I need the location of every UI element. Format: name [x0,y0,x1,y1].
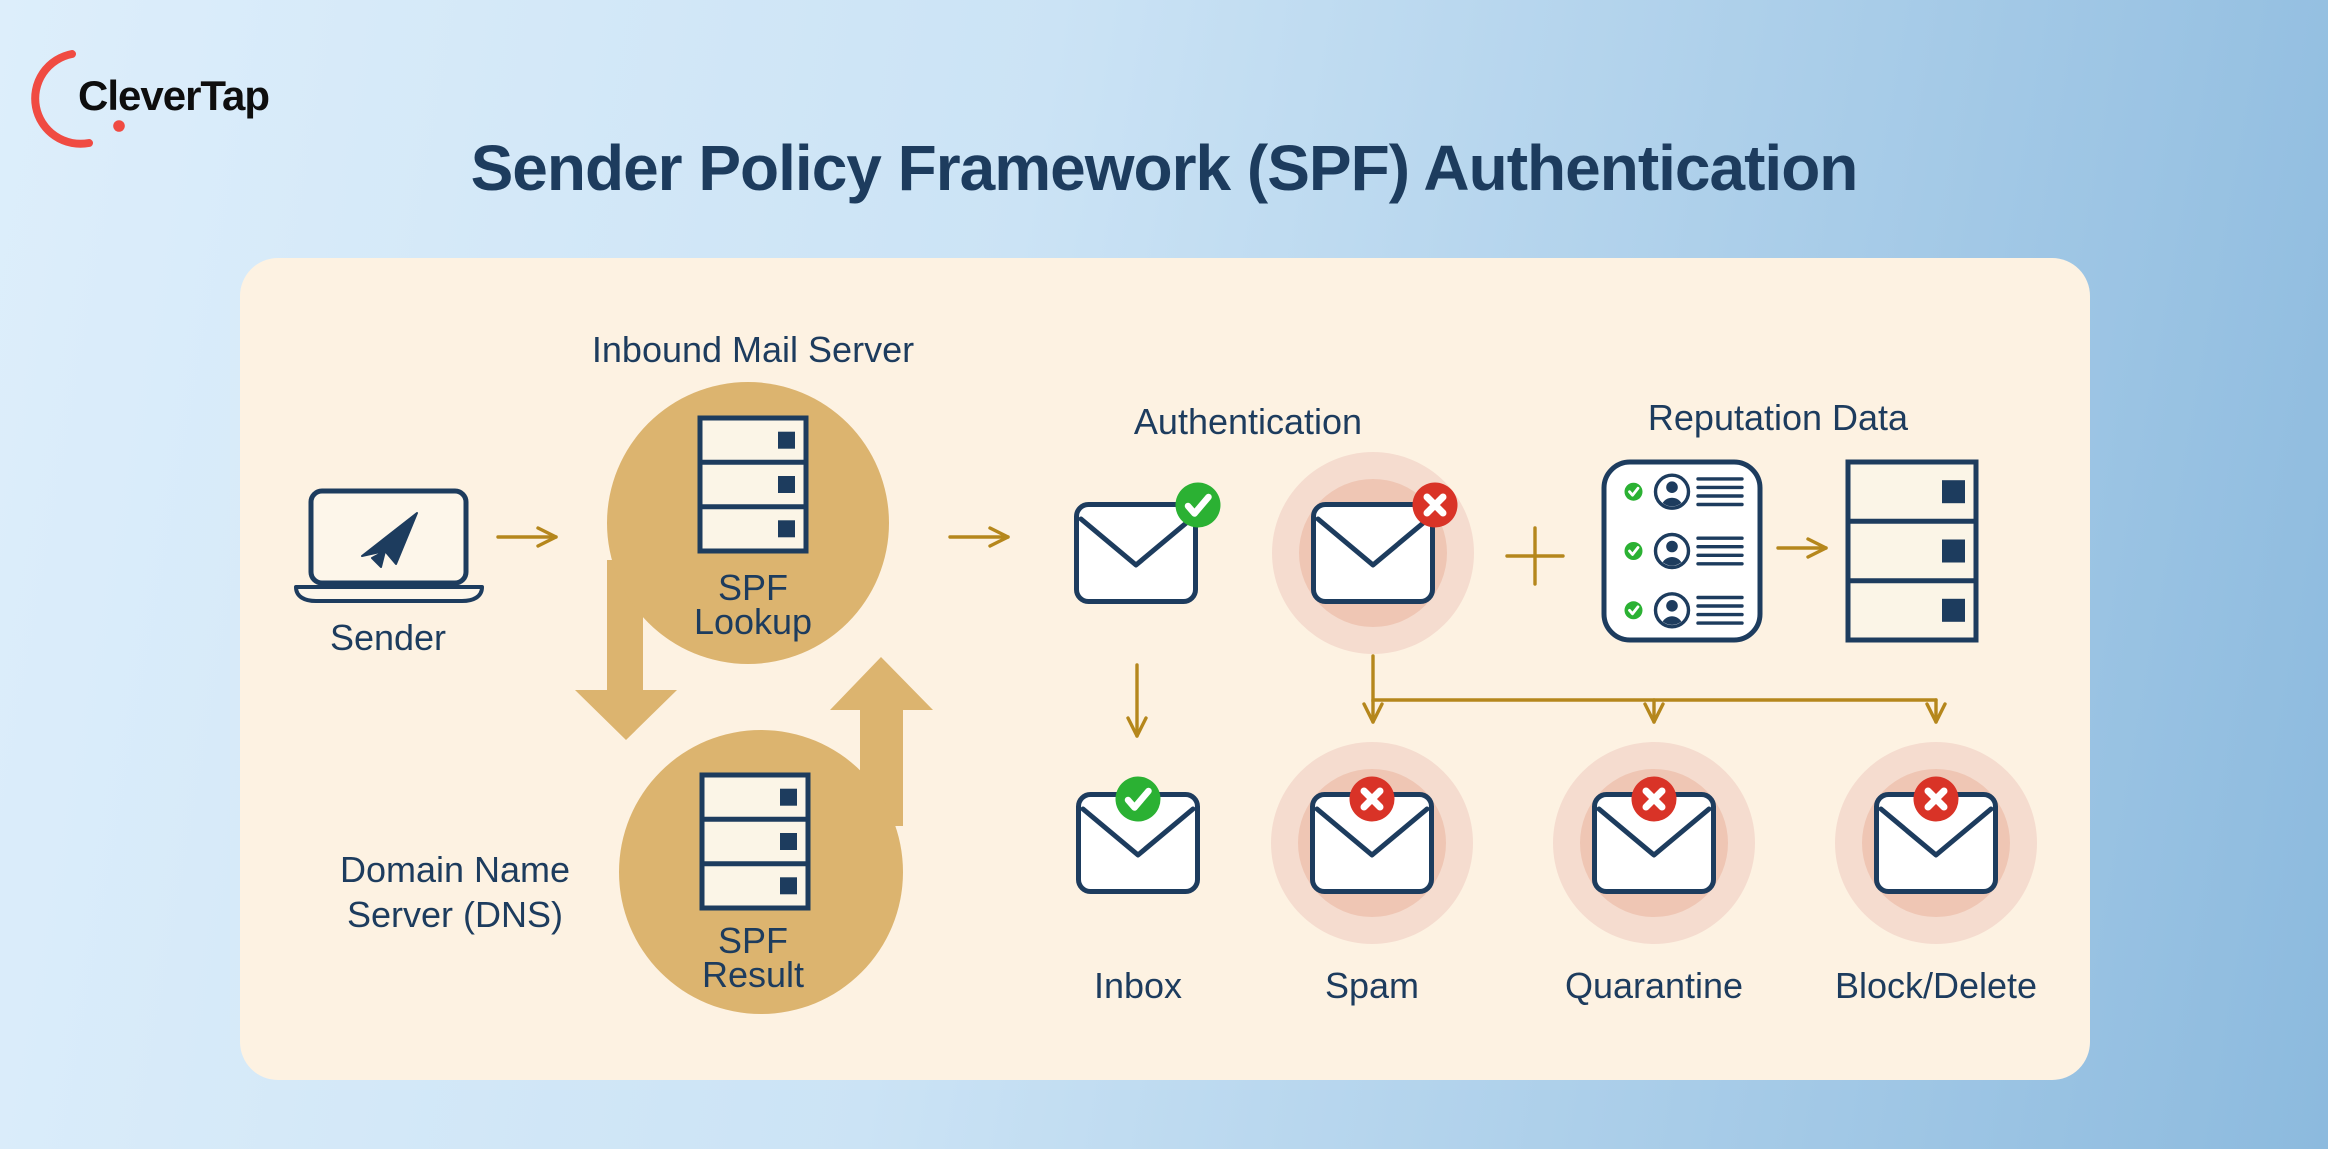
page-title: Sender Policy Framework (SPF) Authentica… [471,132,1858,204]
check-badge-icon [1176,483,1221,528]
spf-lookup-server-icon [700,418,806,551]
label-spf-result-2: Result [702,954,804,995]
thick-up-arrow-icon [830,657,933,826]
label-spam: Spam [1325,965,1419,1006]
label-quarantine: Quarantine [1565,965,1743,1006]
diagram-panel [240,258,2090,1080]
clevertap-logo: CleverTap [31,50,270,148]
envelope-auth-pass-icon [1077,505,1196,602]
label-spf-lookup-1: SPF [718,567,788,608]
label-sender: Sender [330,617,446,658]
cross-badge-quarantine-icon [1632,777,1677,822]
check-badge-inbox-icon [1116,777,1161,822]
label-inbox: Inbox [1094,965,1182,1006]
thick-down-arrow-icon [575,560,677,740]
logo-dot-icon [113,120,125,132]
send-plane-icon [361,512,418,568]
label-authentication: Authentication [1134,401,1362,442]
cross-badge-block-icon [1914,777,1959,822]
label-dns-2: Server (DNS) [347,894,563,935]
label-spf-result-1: SPF [718,920,788,961]
cross-badge-spam-icon [1350,777,1395,822]
label-spf-lookup-2: Lookup [694,601,812,642]
cross-badge-icon [1413,483,1458,528]
logo-wordmark: CleverTap [78,72,269,119]
dns-server-icon [702,775,808,908]
logo-arc-icon [31,50,93,148]
flow-arrows [496,526,1947,738]
label-block-delete: Block/Delete [1835,965,2037,1006]
reputation-server-icon [1845,459,1979,643]
label-dns-1: Domain Name [340,849,570,890]
label-inbound-mail-server: Inbound Mail Server [592,329,914,370]
laptop-icon [294,488,484,603]
envelope-auth-fail-icon [1314,505,1433,602]
reputation-card [1601,459,1763,643]
label-reputation-data: Reputation Data [1648,397,1909,438]
plus-icon [1505,526,1565,586]
